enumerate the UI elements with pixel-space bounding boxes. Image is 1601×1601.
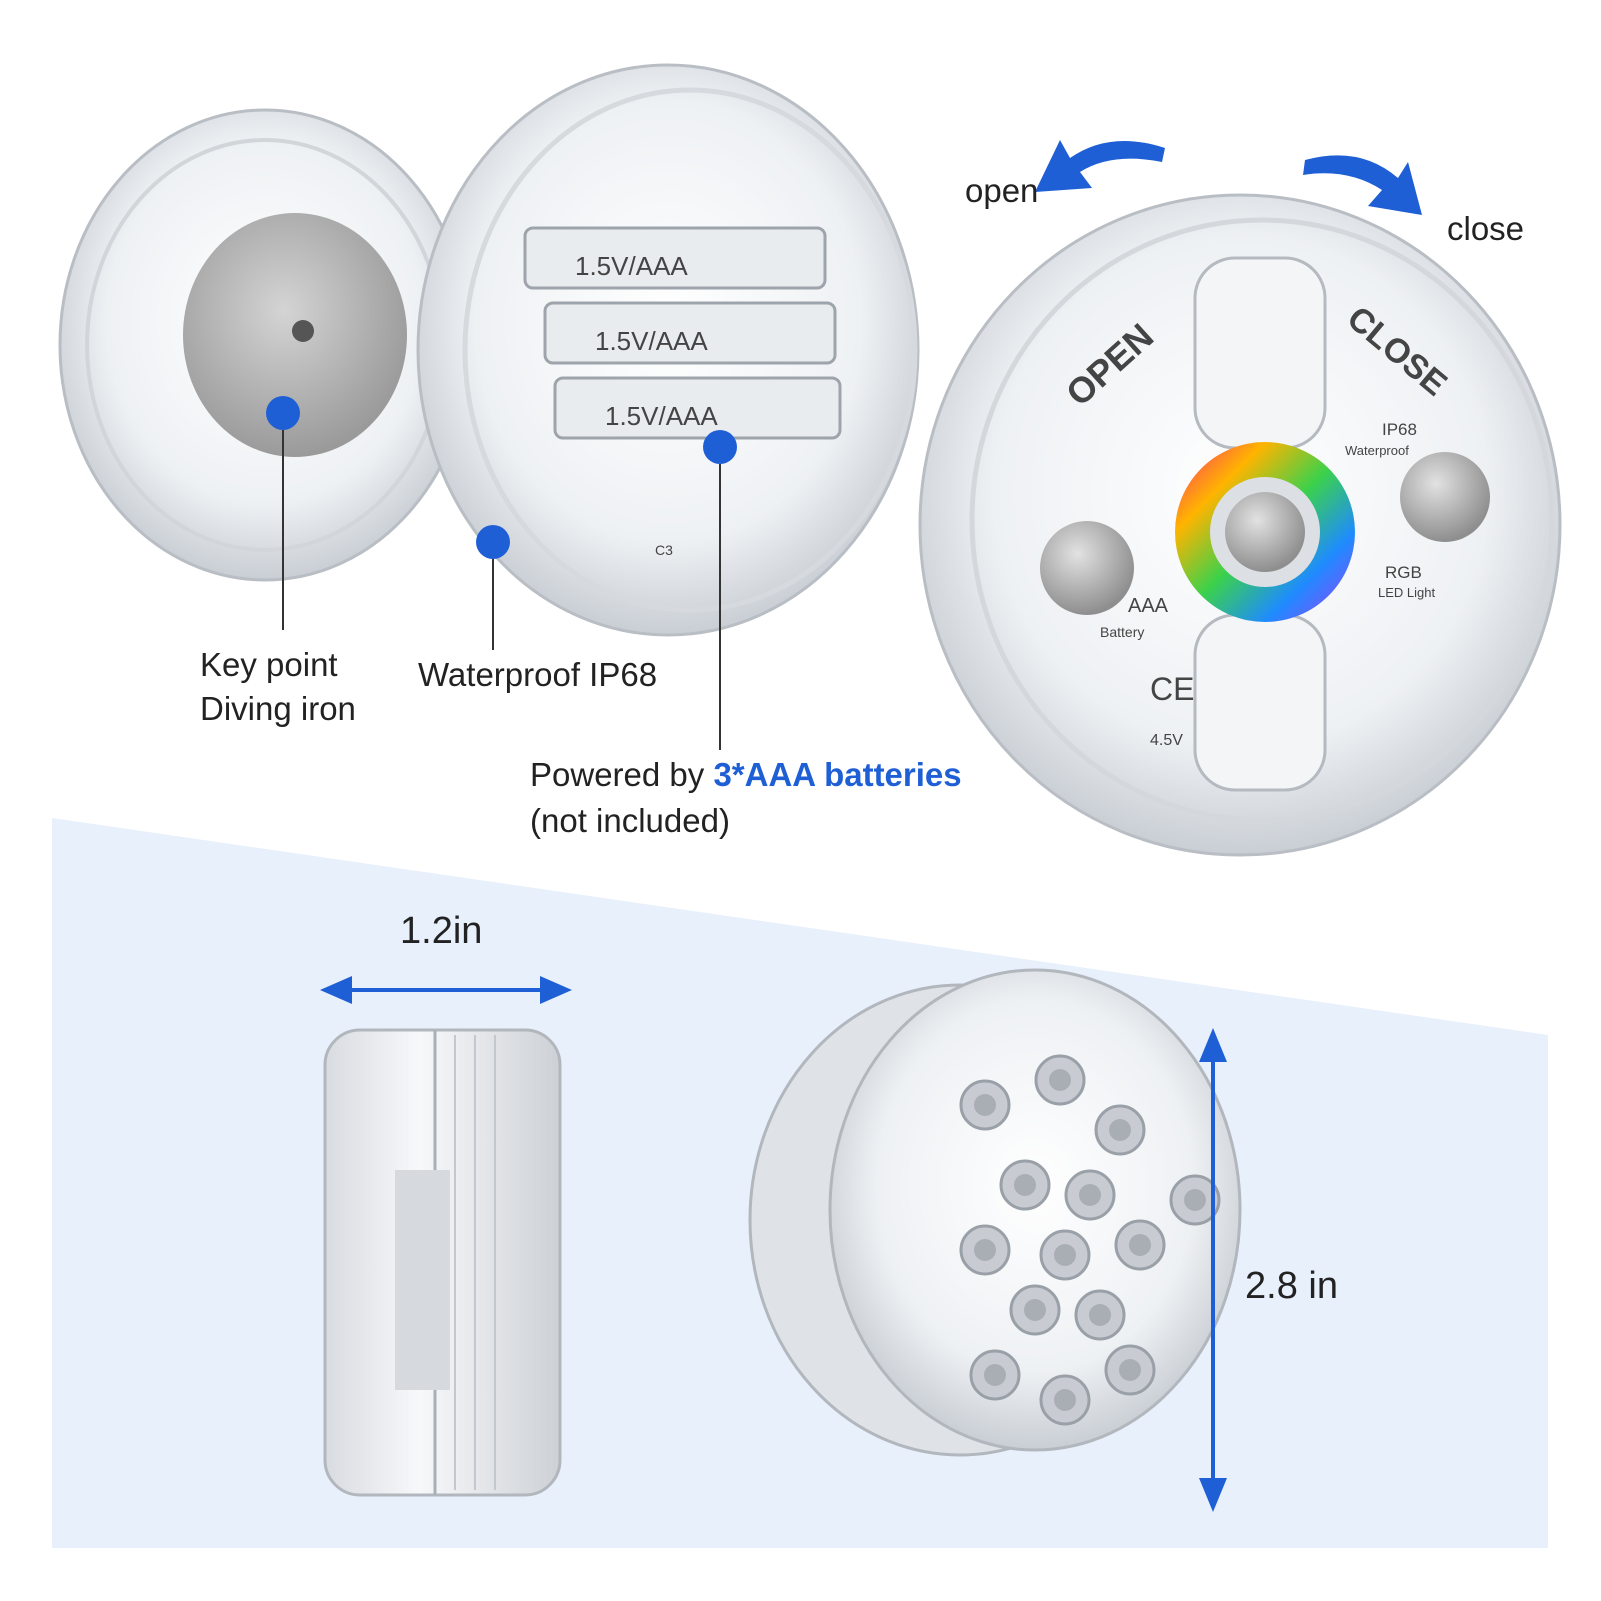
led-bulb-core bbox=[974, 1239, 996, 1261]
battery-label-1: 1.5V/AAA bbox=[575, 251, 688, 281]
board-label: C3 bbox=[655, 542, 673, 558]
diameter-label: 2.8 in bbox=[1245, 1265, 1338, 1307]
engraving-led-light: LED Light bbox=[1378, 585, 1435, 600]
height-dimension-arrow bbox=[1199, 1028, 1227, 1512]
led-bulb-core bbox=[974, 1094, 996, 1116]
light-side-view bbox=[323, 1028, 562, 1497]
led-bulb-core bbox=[1089, 1304, 1111, 1326]
open-label: open bbox=[965, 172, 1039, 209]
engraving-waterproof: Waterproof bbox=[1345, 443, 1409, 458]
width-dimension-arrow bbox=[320, 976, 572, 1004]
light-front-view bbox=[748, 968, 1242, 1457]
battery-label-3: 1.5V/AAA bbox=[605, 401, 718, 431]
led-array bbox=[959, 1054, 1221, 1426]
led-bulb-core bbox=[1129, 1234, 1151, 1256]
key-point-dot bbox=[266, 396, 300, 430]
led-bulb-core bbox=[1054, 1389, 1076, 1411]
led-bulb-core bbox=[1184, 1189, 1206, 1211]
battery-spec: 3*AAA batteries bbox=[713, 756, 962, 793]
led-bulb-core bbox=[1024, 1299, 1046, 1321]
key-point-label: Key point bbox=[200, 646, 338, 683]
open-arrow-icon bbox=[1035, 140, 1165, 192]
right-magnet bbox=[1400, 452, 1490, 542]
not-included-label: (not included) bbox=[530, 802, 730, 839]
diving-iron-label: Diving iron bbox=[200, 690, 356, 727]
thickness-label: 1.2in bbox=[400, 910, 483, 952]
engraving-rgb: RGB bbox=[1385, 563, 1422, 582]
battery-dot bbox=[703, 430, 737, 464]
engraving-aaa: AAA bbox=[1128, 595, 1169, 617]
powered-by-label: Powered by 3*AAA batteries bbox=[530, 752, 962, 798]
left-magnet bbox=[1040, 521, 1134, 615]
led-bulb-core bbox=[984, 1364, 1006, 1386]
led-bulb-core bbox=[1054, 1244, 1076, 1266]
close-arrow-icon bbox=[1303, 155, 1422, 215]
waterproof-label: Waterproof IP68 bbox=[418, 656, 658, 693]
engraving-ip68: IP68 bbox=[1382, 420, 1417, 439]
engraving-voltage: 4.5V bbox=[1150, 732, 1183, 749]
led-bulb-core bbox=[1014, 1174, 1036, 1196]
led-bulb-core bbox=[1109, 1119, 1131, 1141]
center-magnet bbox=[1225, 492, 1305, 572]
disc-front-view: OPEN CLOSE IP68 Waterproof RGB LED Light… bbox=[918, 193, 1562, 857]
battery-label-2: 1.5V/AAA bbox=[595, 326, 708, 356]
disc-back-view bbox=[58, 108, 472, 630]
led-bulb-core bbox=[1079, 1184, 1101, 1206]
engraving-ce: CE bbox=[1150, 671, 1194, 707]
waterproof-dot bbox=[476, 525, 510, 559]
powered-prefix: Powered by bbox=[530, 756, 714, 793]
engraving-battery: Battery bbox=[1100, 624, 1144, 640]
led-bulb-core bbox=[1049, 1069, 1071, 1091]
close-label: close bbox=[1447, 210, 1525, 247]
led-bulb-core bbox=[1119, 1359, 1141, 1381]
disc-battery-view: 1.5V/AAA 1.5V/AAA 1.5V/AAA C3 bbox=[416, 63, 920, 750]
